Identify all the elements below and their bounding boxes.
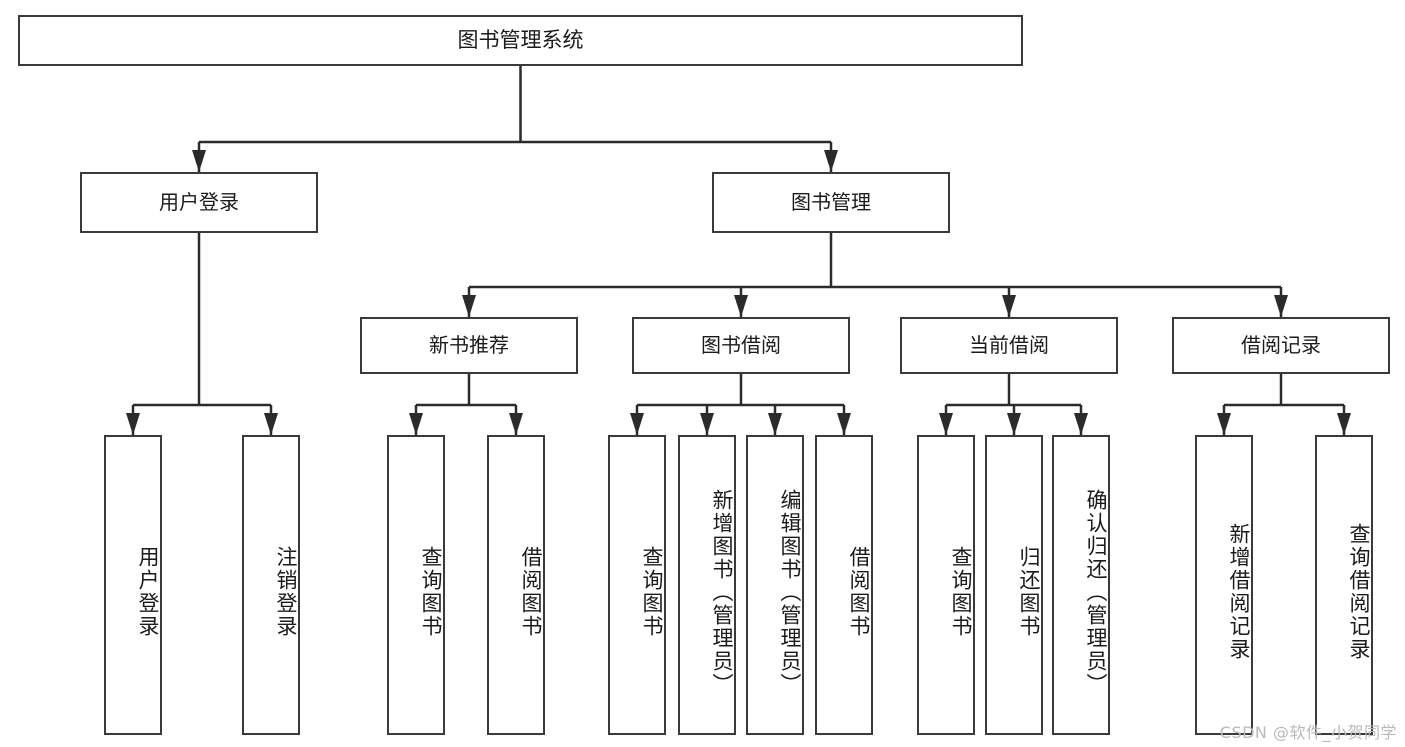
arrow-head-icon-leaf-confirm-return xyxy=(1074,413,1088,435)
node-leaf-confirm-return[interactable]: 确认归还（管理员） xyxy=(1052,435,1110,735)
arrow-head-icon-leaf-query-book xyxy=(630,413,644,435)
node-leaf-user-login[interactable]: 用户登录 xyxy=(104,435,162,735)
node-book-borrow[interactable]: 图书借阅 xyxy=(632,317,850,374)
arrow-head-icon-new-book-rec xyxy=(462,295,476,317)
arrow-head-icon-leaf-borrow-book-rec xyxy=(509,413,523,435)
arrow-head-icon-leaf-query-record xyxy=(1337,413,1351,435)
arrow-head-icon-leaf-borrow-book xyxy=(837,413,851,435)
node-label: 编辑图书（管理员） xyxy=(778,488,802,696)
arrow-head-icon-current-borrow xyxy=(1002,295,1016,317)
watermark: CSDN @软件_小贺同学 xyxy=(1219,723,1397,742)
node-label: 归还图书 xyxy=(1017,546,1041,638)
arrow-head-icon-leaf-add-book xyxy=(700,413,714,435)
node-label: 借阅图书 xyxy=(847,546,871,638)
node-label: 用户登录 xyxy=(136,546,160,638)
node-leaf-return-book[interactable]: 归还图书 xyxy=(985,435,1043,735)
arrow-head-icon-leaf-query-book-cur xyxy=(939,413,953,435)
node-borrow-record[interactable]: 借阅记录 xyxy=(1172,317,1390,374)
node-leaf-logout[interactable]: 注销登录 xyxy=(242,435,300,735)
node-label: 查询图书 xyxy=(640,546,664,638)
arrow-head-icon-leaf-add-record xyxy=(1217,413,1231,435)
node-leaf-query-book[interactable]: 查询图书 xyxy=(608,435,666,735)
node-current-borrow[interactable]: 当前借阅 xyxy=(900,317,1118,374)
node-label: 图书管理 xyxy=(791,189,871,214)
node-root[interactable]: 图书管理系统 xyxy=(18,15,1023,66)
node-label: 借阅图书 xyxy=(519,546,543,638)
arrow-head-icon-leaf-user-login xyxy=(126,413,140,435)
node-leaf-borrow-book-rec[interactable]: 借阅图书 xyxy=(487,435,545,735)
arrow-head-icon-book-manage xyxy=(824,150,838,172)
node-label: 借阅记录 xyxy=(1241,332,1321,357)
node-new-book-rec[interactable]: 新书推荐 xyxy=(360,317,578,374)
node-leaf-query-book-cur[interactable]: 查询图书 xyxy=(917,435,975,735)
node-label: 查询图书 xyxy=(419,546,443,638)
node-leaf-query-book-rec[interactable]: 查询图书 xyxy=(387,435,445,735)
arrow-head-icon-book-borrow xyxy=(734,295,748,317)
arrow-head-icon-borrow-record xyxy=(1274,295,1288,317)
node-label: 确认归还（管理员） xyxy=(1084,488,1108,696)
node-label: 图书管理系统 xyxy=(457,28,584,53)
node-label: 新书推荐 xyxy=(429,332,509,357)
node-label: 图书借阅 xyxy=(701,332,781,357)
arrow-head-icon-user-login xyxy=(192,150,206,172)
node-label: 当前借阅 xyxy=(969,332,1049,357)
node-user-login[interactable]: 用户登录 xyxy=(80,172,318,233)
node-label: 新增图书（管理员） xyxy=(710,488,734,696)
node-label: 查询图书 xyxy=(949,546,973,638)
arrow-head-icon-leaf-edit-book xyxy=(768,413,782,435)
node-book-manage[interactable]: 图书管理 xyxy=(712,172,950,233)
node-leaf-edit-book[interactable]: 编辑图书（管理员） xyxy=(746,435,804,735)
arrow-head-icon-leaf-logout xyxy=(264,413,278,435)
node-label: 新增借阅记录 xyxy=(1227,523,1251,661)
node-label: 查询借阅记录 xyxy=(1347,523,1371,661)
node-leaf-borrow-book[interactable]: 借阅图书 xyxy=(815,435,873,735)
arrow-head-icon-leaf-return-book xyxy=(1007,413,1021,435)
node-leaf-add-book[interactable]: 新增图书（管理员） xyxy=(678,435,736,735)
node-label: 注销登录 xyxy=(274,546,298,638)
node-leaf-query-record[interactable]: 查询借阅记录 xyxy=(1315,435,1373,735)
arrow-head-icon-leaf-query-book-rec xyxy=(409,413,423,435)
node-label: 用户登录 xyxy=(159,189,239,214)
node-leaf-add-record[interactable]: 新增借阅记录 xyxy=(1195,435,1253,735)
